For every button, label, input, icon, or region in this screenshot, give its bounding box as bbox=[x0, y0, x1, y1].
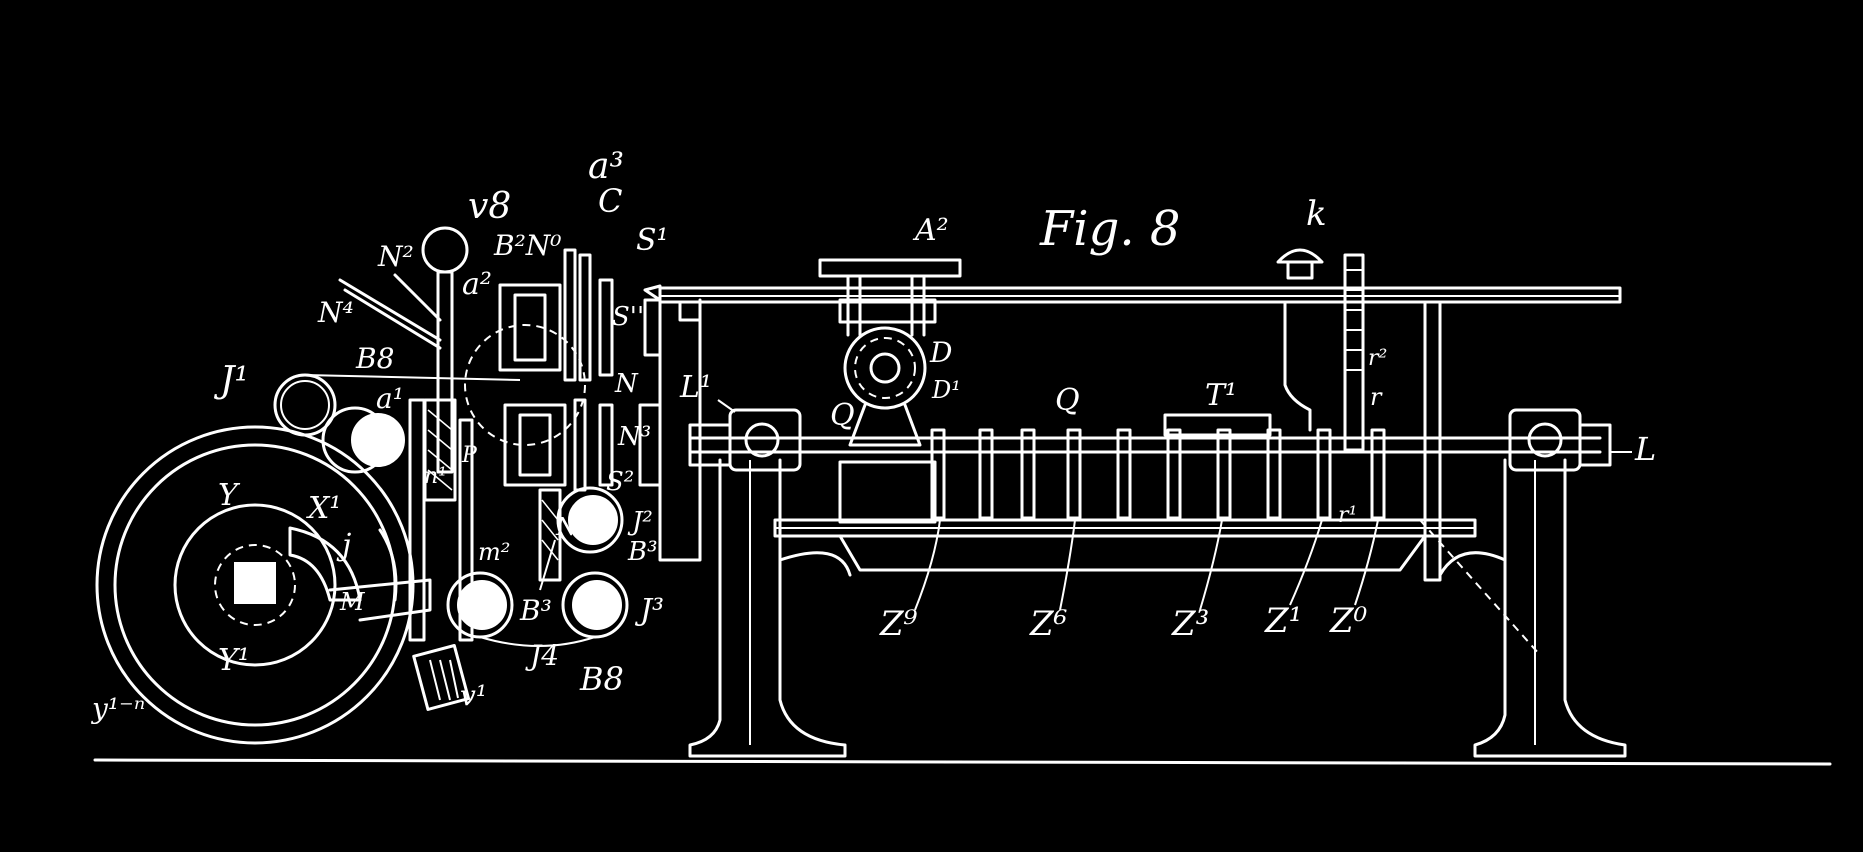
label-y1n: y¹⁻ⁿ bbox=[90, 692, 145, 725]
label-b8-bottom: B8 bbox=[579, 660, 624, 698]
label-l: L bbox=[1634, 430, 1656, 468]
label-q-mid: Q bbox=[1055, 383, 1080, 418]
label-a1: a¹ bbox=[376, 382, 404, 415]
label-a3: a³ bbox=[588, 146, 624, 187]
belt-b8-top bbox=[304, 374, 521, 381]
label-s2: S² bbox=[606, 467, 634, 497]
label-v8: v8 bbox=[468, 186, 511, 227]
cutter-v1 bbox=[412, 643, 471, 711]
label-z1: Z¹ bbox=[1264, 601, 1302, 641]
gear-stack-b2 bbox=[464, 248, 614, 446]
label-z0: Z⁰ bbox=[1329, 601, 1368, 641]
label-j4: J4 bbox=[525, 639, 559, 672]
column-v8 bbox=[421, 226, 469, 502]
label-p: P bbox=[461, 443, 478, 468]
label-k: k bbox=[1306, 194, 1327, 234]
label-y1: Y¹ bbox=[218, 643, 250, 678]
belt-b8-bottom bbox=[479, 636, 596, 647]
label-m: M bbox=[339, 588, 366, 616]
label-z9: Z⁹ bbox=[879, 604, 918, 644]
label-r: r bbox=[1370, 383, 1383, 411]
label-n: N bbox=[614, 369, 639, 399]
figure-title: Fig. 8 bbox=[1039, 201, 1180, 257]
label-r1: r¹ bbox=[1338, 503, 1357, 528]
gear-stack-n bbox=[503, 398, 662, 492]
leader-lines bbox=[717, 399, 1632, 611]
top-bracket-a2 bbox=[818, 258, 962, 337]
belt-b3 bbox=[539, 539, 556, 591]
roller-j4 bbox=[446, 571, 514, 639]
label-m2: m² bbox=[478, 538, 510, 566]
label-n4: N⁴ bbox=[317, 296, 354, 329]
wheel-y bbox=[95, 425, 432, 745]
lever-n4 bbox=[338, 273, 442, 350]
label-z6: Z⁶ bbox=[1029, 604, 1067, 644]
label-b8-top: B8 bbox=[355, 342, 394, 375]
worm-gear-d bbox=[843, 326, 927, 447]
label-b3-mid: B³ bbox=[519, 594, 552, 627]
roller-j3 bbox=[561, 571, 629, 639]
label-a2-small: a² bbox=[462, 267, 492, 302]
label-j2: J² bbox=[627, 507, 653, 537]
label-n3: N³ bbox=[617, 422, 651, 452]
shaft-q bbox=[688, 408, 1612, 524]
label-y: Y bbox=[218, 478, 241, 513]
label-x1: X¹ bbox=[306, 491, 341, 526]
label-q-left: Q bbox=[830, 398, 855, 433]
label-n1-small: n¹ bbox=[424, 464, 447, 489]
label-c: C bbox=[598, 182, 622, 220]
side-plates bbox=[408, 398, 562, 642]
cone-s1 bbox=[643, 284, 662, 302]
knob-k-assembly bbox=[1276, 248, 1365, 452]
bracket-s11 bbox=[643, 298, 662, 357]
label-n1: N¹ bbox=[555, 513, 587, 541]
label-s11: S'' bbox=[612, 302, 644, 332]
label-a2: A² bbox=[912, 213, 949, 248]
label-t1: T¹ bbox=[1205, 378, 1237, 413]
label-z3: Z³ bbox=[1171, 604, 1209, 644]
reference-labels: Fig. 8 A² k v8 a³ C S¹ B²N⁰ a² N² N⁴ J¹ … bbox=[90, 146, 1656, 725]
label-b2n0: B²N⁰ bbox=[493, 229, 562, 262]
machine-frame bbox=[658, 286, 1627, 758]
label-d: D bbox=[929, 336, 952, 369]
label-v1: v¹ bbox=[460, 679, 487, 712]
ground-line bbox=[93, 758, 1832, 766]
roller-x1 bbox=[321, 406, 405, 474]
label-l1: L¹ bbox=[679, 370, 712, 405]
disc-row bbox=[930, 413, 1386, 520]
label-s1: S¹ bbox=[636, 223, 669, 258]
label-d1: D¹ bbox=[931, 376, 961, 404]
label-r2: r² bbox=[1368, 346, 1387, 371]
label-n2: N² bbox=[377, 240, 414, 273]
label-b3-right: B³ bbox=[627, 537, 658, 567]
